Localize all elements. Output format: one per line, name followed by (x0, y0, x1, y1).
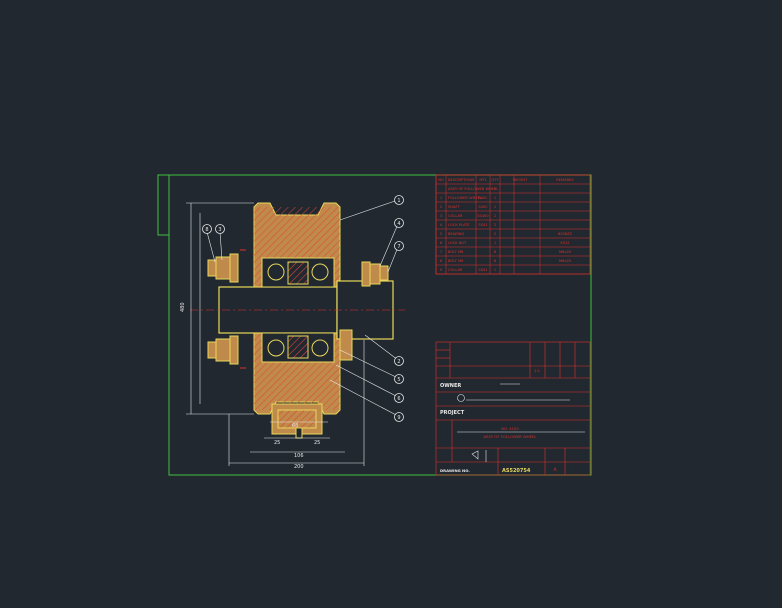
bom-cell: M8x20 (559, 250, 572, 254)
drawing-no: AS520754 (502, 468, 531, 474)
bom-cell: 4 (440, 223, 443, 227)
bom-cell: 2 (494, 223, 496, 227)
revision: A (553, 467, 557, 473)
balloon-2: 2 (394, 356, 404, 366)
bom-cell: 8 (494, 250, 497, 254)
bom-cell: LOCK NUT (448, 241, 467, 245)
bom-cell: 8 (494, 259, 497, 263)
scale: 1:1 (534, 368, 541, 373)
bom-cell: 1 (494, 268, 496, 272)
balloon-1: 1 (394, 195, 404, 205)
right-bolts (339, 261, 389, 361)
svg-text:2: 2 (397, 359, 400, 365)
section-view: 68 25 25 106 200 480 1 4 7 8 3 2 (180, 195, 405, 470)
bom-cell: LOCK PLATE (448, 223, 470, 227)
bom-cell: 1 (440, 196, 442, 200)
svg-text:6: 6 (397, 396, 400, 402)
balloon-5: 5 (394, 374, 404, 384)
bom-cell: BEARING (448, 232, 464, 236)
bom-cell: COLLAR (448, 214, 463, 218)
drawing-no-label: DRAWING NO. (440, 468, 470, 473)
svg-text:7: 7 (397, 244, 400, 250)
bom-cell: 8 (440, 259, 443, 263)
dim-bottom-inner: 68 (292, 423, 298, 429)
bom-cell: M6x20 (559, 259, 572, 263)
svg-text:9: 9 (397, 415, 400, 421)
bom-header-cell: NO (438, 178, 444, 182)
bom-header-cell: MTL (479, 178, 486, 182)
balloons: 1 4 7 8 3 2 5 6 9 (202, 195, 404, 422)
dim-left-height: 480 (180, 302, 186, 312)
balloon-3: 3 (215, 224, 225, 234)
balloon-6: 6 (394, 393, 404, 403)
bom-cell: SS41 (478, 223, 487, 227)
bom-cell: 1 (494, 187, 496, 191)
dimension-labels: 68 25 25 106 200 480 (180, 302, 320, 470)
project-label: PROJECT (440, 410, 465, 416)
bom-cell: BOLT M6 (448, 259, 464, 263)
bom-header-cell: DESCRIPTIONS (448, 178, 475, 182)
dim-bottom-wide: 106 (294, 453, 304, 459)
dim-bottom-left: 25 (274, 440, 280, 446)
bom-cell: SHAFT (448, 205, 460, 209)
bom-cell: S45C (478, 205, 488, 209)
bom-cell: 7 (440, 250, 442, 254)
owner-label: OWNER (440, 383, 461, 389)
svg-text:8: 8 (205, 227, 208, 233)
bom-cell: S45C (478, 196, 488, 200)
bottom-pad (271, 403, 323, 439)
bom-cell: FOLLOWER WHEEL (448, 196, 482, 200)
bom-cell: 1 (494, 196, 496, 200)
bom-cell: 2 (494, 232, 496, 236)
balloon-8: 8 (202, 224, 212, 234)
balloon-9: 9 (394, 412, 404, 422)
bom-cell: 1 (494, 205, 496, 209)
bom-header-cell: QTY (491, 178, 499, 182)
bom-cell: 3 (440, 214, 442, 218)
bom-cell: 6 (440, 241, 443, 245)
bom-cell: 9 (440, 268, 443, 272)
dim-bottom-right: 25 (314, 440, 320, 446)
bom-cell: - (482, 187, 484, 191)
shaft (190, 280, 405, 340)
project-name: NO. 4102 (501, 426, 519, 431)
bom-cell: 1 (494, 241, 496, 245)
bom-cell: SS41 (478, 268, 487, 272)
bom-cell: 2 (494, 214, 496, 218)
bom-cell: BOLT M8 (448, 250, 464, 254)
title-block: OWNER PROJECT NO. 4102 ASSY OF FOLLOWER … (435, 341, 591, 476)
bom-cell: 2 (440, 205, 442, 209)
bearing-hub (261, 257, 335, 363)
bom-cell: 5 (440, 232, 442, 236)
leader-lines (206, 200, 399, 417)
bom-cell: ASSY OF FOLLOWER WHEEL (448, 187, 498, 191)
bom-cell: COLLAR (448, 268, 463, 272)
bom-cell: 6312 (560, 241, 569, 245)
dim-bottom-overall: 200 (294, 464, 304, 470)
dimension-lines (186, 202, 365, 466)
bom-cell: 6208ZZ (558, 232, 573, 236)
drawing-title: ASSY OF FOLLOWER WHEEL (483, 434, 537, 439)
bom-table: NO DESCRIPTIONS MTL QTY WEIGHT REMARKS ASSY OF… (435, 174, 591, 275)
bom-cell: SS400 (477, 214, 489, 218)
bom-header-cell: WEIGHT (513, 178, 528, 182)
svg-text:4: 4 (397, 221, 400, 227)
svg-text:1: 1 (397, 198, 400, 204)
left-bolts (207, 249, 246, 369)
sheet-border (157, 174, 592, 476)
bom-header-cell: REMARKS (556, 178, 574, 182)
svg-text:3: 3 (218, 227, 221, 233)
balloon-4: 4 (394, 218, 404, 228)
svg-text:5: 5 (397, 377, 400, 383)
balloon-7: 7 (394, 241, 404, 251)
